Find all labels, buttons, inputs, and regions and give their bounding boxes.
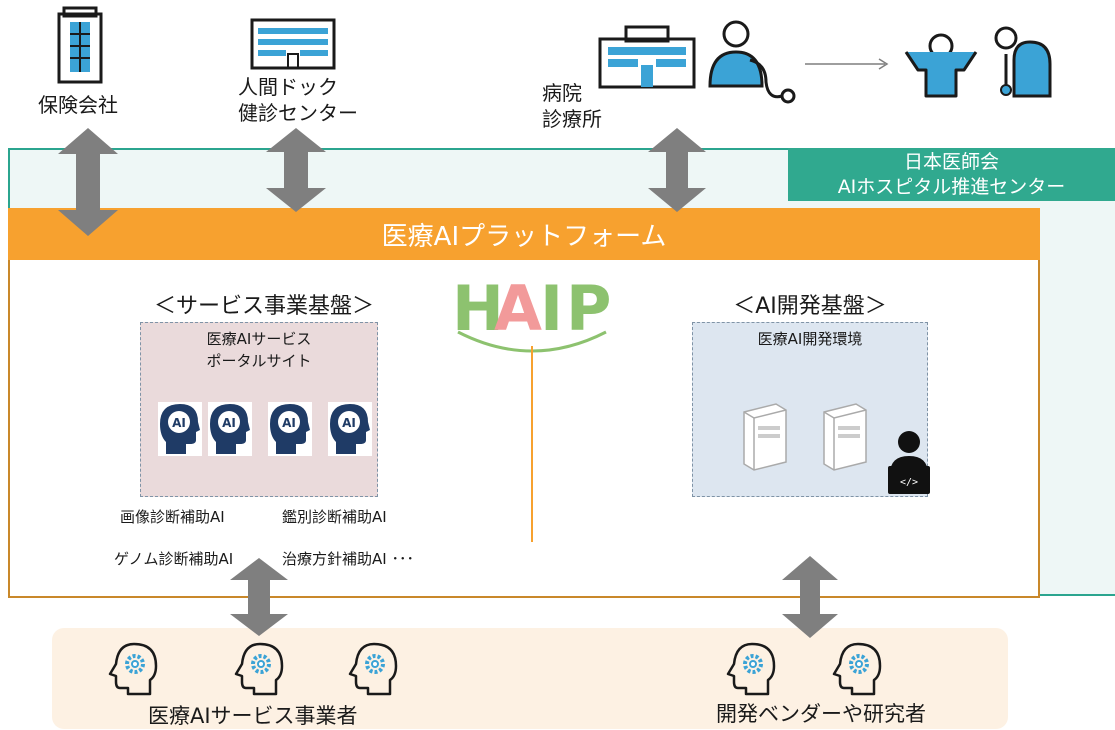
server-icon: [823, 403, 867, 471]
dock-label-line2: 健診センター: [238, 101, 358, 125]
section-divider: [531, 346, 533, 542]
doctor-icon: [708, 20, 796, 104]
ai-badge-text: AI: [342, 416, 356, 430]
stakeholder-band: [52, 628, 1008, 729]
insurance-building-icon: [57, 6, 103, 84]
gear-head-icon: [348, 642, 398, 696]
insurance-double-arrow: [58, 128, 118, 236]
insurance-label: 保険会社: [38, 93, 118, 117]
ai-item-label: 画像診断補助AI: [120, 508, 225, 526]
ai-hospital-center-box: 日本医師会 AIホスピタル推進センター: [788, 148, 1115, 201]
ai-head-icon: AI: [158, 402, 202, 456]
org-name: 日本医師会: [903, 150, 999, 173]
ai-item-label: 鑑別診断補助AI: [282, 508, 387, 526]
dock-double-arrow: [266, 128, 326, 212]
dev-section-title: ＜AI開発基盤＞: [733, 294, 887, 319]
dev-environment-title: 医療AI開発環境: [757, 330, 863, 348]
ai-badge-text: AI: [282, 416, 296, 430]
dock-label-line1: 人間ドック: [238, 75, 338, 99]
hospital-label-line2: 診療所: [542, 107, 602, 131]
patient-icon: [904, 33, 978, 98]
svg-text:I: I: [540, 272, 563, 345]
gear-head-icon: [108, 642, 158, 696]
vendor-double-arrow: [782, 556, 838, 638]
ai-badge-text: AI: [222, 416, 236, 430]
ai-badge-text: AI: [172, 416, 186, 430]
hospital-icon: [598, 25, 696, 89]
gear-head-icon: [726, 642, 776, 696]
portal-title-line2: ポータルサイト: [206, 352, 312, 370]
ai-head-icon: AI: [208, 402, 252, 456]
service-double-arrow: [230, 558, 288, 636]
hospital-double-arrow: [648, 128, 706, 212]
gear-head-icon: [234, 642, 284, 696]
gear-head-icon: [832, 642, 882, 696]
nurse-icon: [994, 26, 1052, 98]
ai-item-label: ゲノム診断補助AI: [114, 550, 234, 568]
haip-logo: H A I P: [452, 272, 611, 353]
dock-building-icon: [250, 18, 336, 70]
ai-item-label: 治療方針補助AI ･･･: [282, 550, 414, 568]
service-providers-label: 医療AIサービス事業者: [148, 704, 358, 728]
flow-arrow-icon: [805, 58, 889, 70]
portal-title-line1: 医療AIサービス: [206, 330, 312, 348]
dev-environment-box: [692, 322, 928, 497]
ai-head-icon: AI: [328, 402, 372, 456]
svg-text:A: A: [494, 272, 542, 345]
ai-head-icon: AI: [268, 402, 312, 456]
svg-text:</>: </>: [900, 477, 918, 488]
platform-title: 医療AIプラットフォーム: [8, 208, 1040, 260]
server-icon: [743, 403, 787, 471]
service-portal-title: 医療AIサービス ポータルサイト: [140, 328, 378, 372]
vendors-label: 開発ベンダーや研究者: [716, 702, 926, 726]
developer-icon: </>: [888, 431, 930, 494]
hospital-label-line1: 病院: [542, 81, 582, 105]
org-subname: AIホスピタル推進センター: [837, 175, 1066, 198]
service-section-title: ＜サービス事業基盤＞: [153, 294, 374, 319]
